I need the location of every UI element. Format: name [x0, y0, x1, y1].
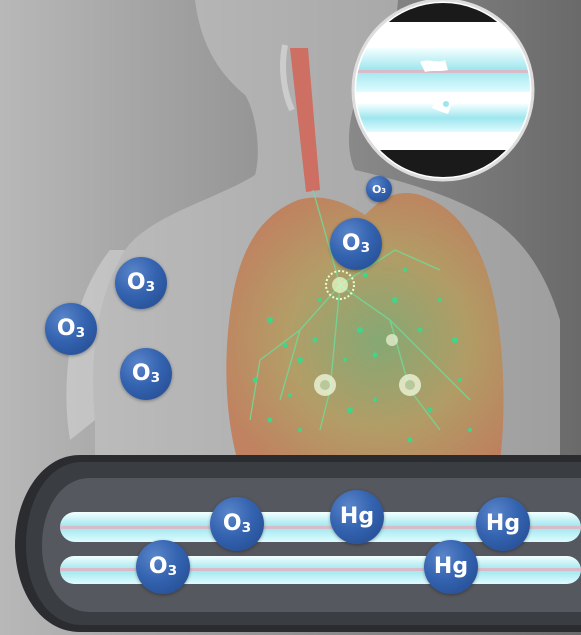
mercury-molecule-icon: Hg — [476, 497, 530, 551]
ozone-molecule-icon: O3 — [330, 218, 382, 270]
ozone-molecule-icon: O3 — [115, 257, 167, 309]
mercury-molecule-icon: Hg — [424, 540, 478, 594]
ozone-molecule-icon: O3 — [366, 176, 392, 202]
ozone-molecule-icon: O3 — [210, 497, 264, 551]
mercury-molecule-icon: Hg — [330, 490, 384, 544]
ozone-molecule-icon: O3 — [45, 303, 97, 355]
ozone-molecule-icon: O3 — [136, 540, 190, 594]
ozone-molecule-icon: O3 — [120, 348, 172, 400]
